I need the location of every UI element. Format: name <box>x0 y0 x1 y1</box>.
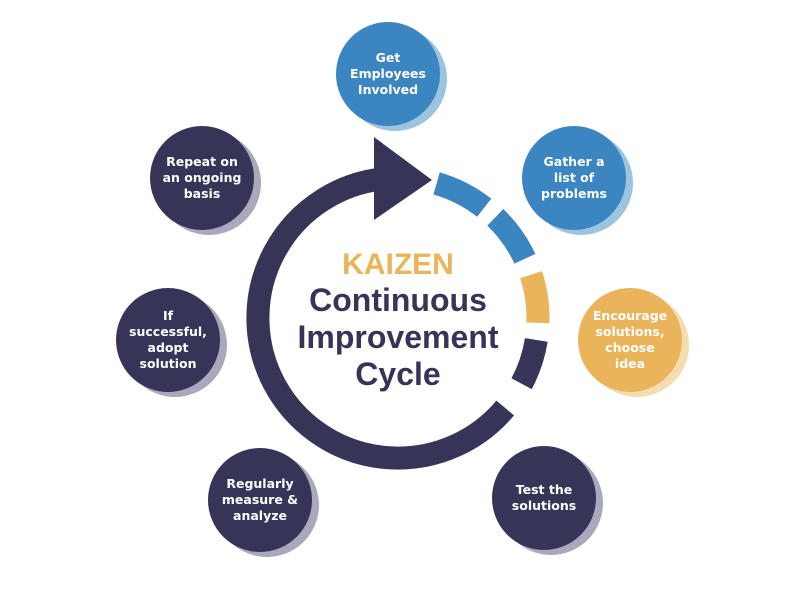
center-title: KAIZEN Continuous Improvement Cycle <box>268 248 528 393</box>
ring-segment-blue-2 <box>487 209 536 264</box>
step-circle: Test the solutions <box>492 446 596 550</box>
step-measure-analyze: Regularly measure & analyze <box>208 448 319 557</box>
step-repeat-ongoing: Repeat on an ongoing basis <box>150 126 261 235</box>
step-circle: Encourage solutions, choose idea <box>578 288 682 392</box>
step-circle: Regularly measure & analyze <box>208 448 312 552</box>
step-circle: Get Employees Involved <box>336 22 440 126</box>
step-label: Gather a list of problems <box>541 154 607 201</box>
step-encourage-solutions: Encourage solutions, choose idea <box>578 288 689 397</box>
arrow-head-icon <box>374 137 432 220</box>
kaizen-heading: KAIZEN <box>342 248 454 281</box>
step-label: Repeat on an ongoing basis <box>162 154 242 201</box>
step-label: Encourage solutions, choose idea <box>592 308 668 371</box>
cycle-subtitle: Continuous Improvement Cycle <box>297 282 499 392</box>
step-get-employees-involved: Get Employees Involved <box>336 22 447 131</box>
cycle-arrow-arc <box>246 167 514 470</box>
step-label: If successful, adopt solution <box>129 308 207 371</box>
step-label: Regularly measure & analyze <box>221 476 299 523</box>
step-label: Test the solutions <box>511 482 577 513</box>
step-test-solutions: Test the solutions <box>492 446 603 555</box>
step-gather-problems: Gather a list of problems <box>522 126 633 235</box>
ring-segment-blue-1 <box>433 172 492 217</box>
step-circle: If successful, adopt solution <box>116 288 220 392</box>
step-adopt-solution: If successful, adopt solution <box>116 288 227 397</box>
ring-segment-navy <box>511 337 548 390</box>
step-circle: Gather a list of problems <box>522 126 626 230</box>
step-circle: Repeat on an ongoing basis <box>150 126 254 230</box>
ring-segment-yellow <box>520 271 550 324</box>
step-label: Get Employees Involved <box>350 50 426 97</box>
